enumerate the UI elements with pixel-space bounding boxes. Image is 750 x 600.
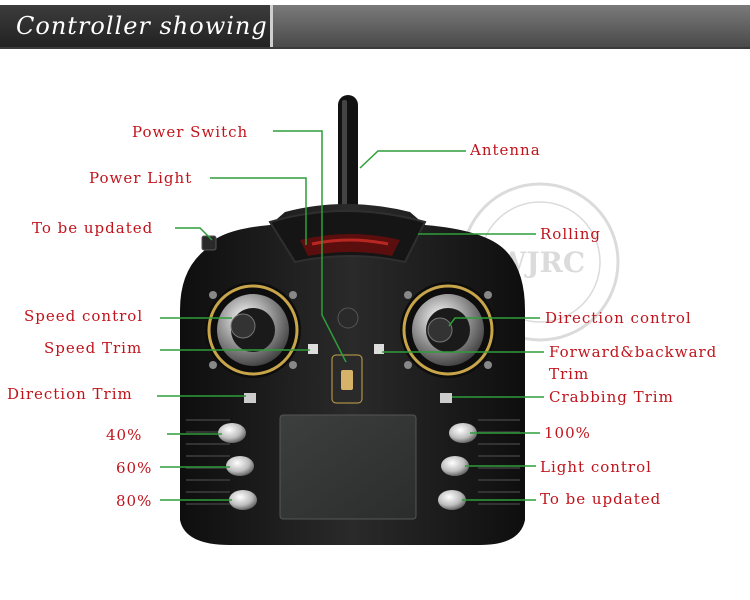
- header-tab: Controller showing: [0, 5, 273, 47]
- label-direction-control: Direction control: [545, 309, 692, 327]
- header-bar: Controller showing: [0, 5, 750, 49]
- page-title: Controller showing: [16, 12, 268, 40]
- speed-trim-switch: [308, 344, 318, 354]
- label-to-be-updated-bottom: To be updated: [540, 490, 662, 508]
- label-light-control: Light control: [540, 458, 652, 476]
- crabbing-trim-switch: [440, 393, 452, 403]
- label-forward-backward-trim-line2: Trim: [549, 365, 590, 383]
- antenna-icon: [338, 95, 358, 215]
- button-100-percent: [449, 423, 477, 443]
- label-60-percent: 60%: [116, 459, 153, 477]
- label-40-percent: 40%: [106, 426, 143, 444]
- direction-trim-switch: [244, 393, 256, 403]
- forward-backward-trim-switch: [374, 344, 384, 354]
- button-80-percent: [229, 490, 257, 510]
- direction-control-stick: [400, 282, 496, 378]
- label-rolling: Rolling: [540, 225, 601, 243]
- label-to-be-updated-top: To be updated: [32, 219, 154, 237]
- label-antenna: Antenna: [470, 141, 541, 159]
- label-power-switch: Power Switch: [132, 123, 249, 141]
- power-button: [337, 307, 359, 329]
- label-100-percent: 100%: [544, 424, 591, 442]
- speed-control-stick: [205, 282, 301, 378]
- light-control-button: [441, 456, 469, 476]
- lcd-screen: [279, 414, 417, 520]
- label-speed-trim: Speed Trim: [44, 339, 143, 357]
- label-direction-trim: Direction Trim: [7, 385, 133, 403]
- label-crabbing-trim: Crabbing Trim: [549, 388, 674, 406]
- label-80-percent: 80%: [116, 492, 153, 510]
- to-be-updated-button: [438, 490, 466, 510]
- button-40-percent: [218, 423, 246, 443]
- leader-lines: [157, 130, 544, 501]
- label-speed-control: Speed control: [24, 307, 144, 325]
- label-power-light: Power Light: [89, 169, 193, 187]
- button-60-percent: [226, 456, 254, 476]
- label-forward-backward-trim-line1: Forward&backward: [549, 343, 718, 361]
